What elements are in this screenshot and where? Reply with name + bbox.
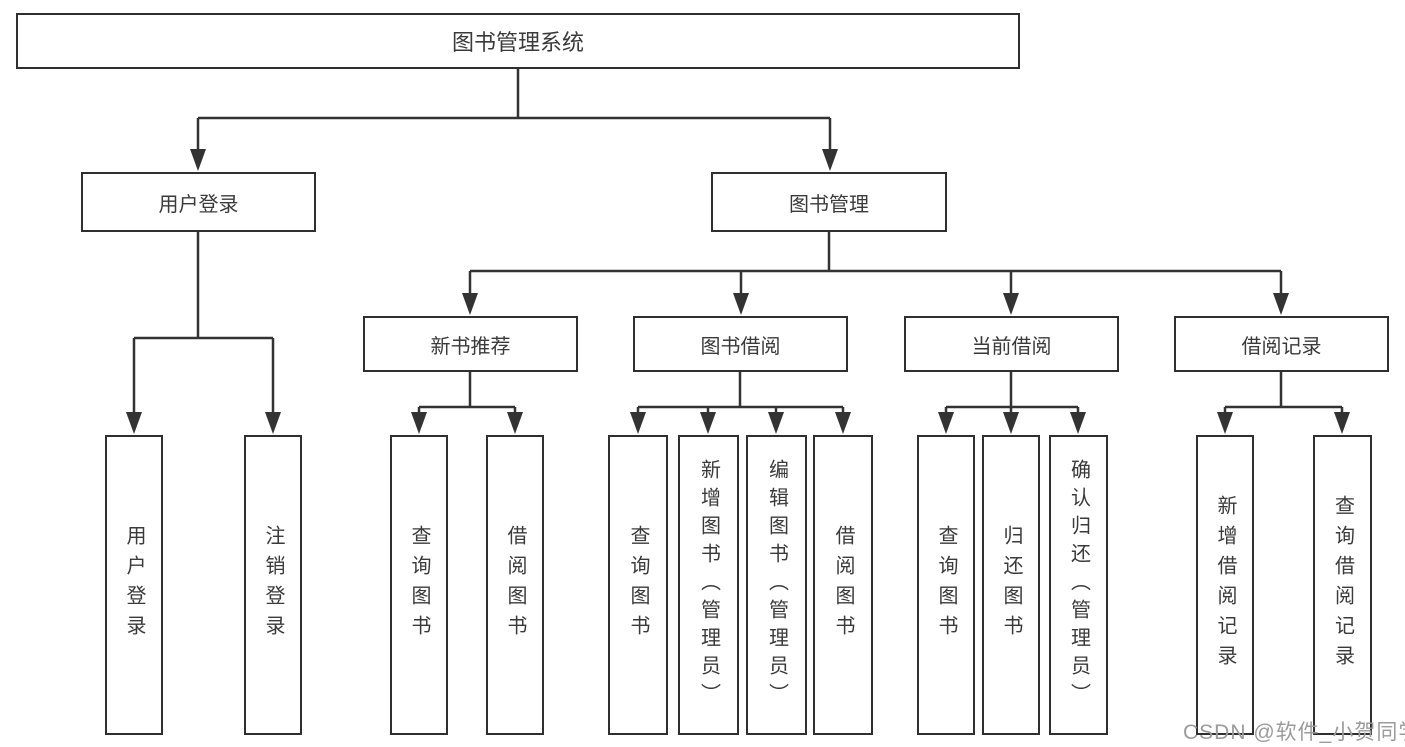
leaf-user-login: 用户登录 bbox=[105, 435, 163, 735]
connector-bookborrow-group bbox=[630, 372, 851, 434]
arrow-down-icon bbox=[1273, 293, 1289, 315]
leaf-current-confirm-return-admin: 确认归还（管理员） bbox=[1049, 435, 1108, 735]
arrow-down-icon bbox=[1003, 412, 1019, 434]
arrow-down-icon bbox=[411, 412, 427, 434]
connector-records-group bbox=[1217, 372, 1350, 434]
leaf-records-query-record: 查询借阅记录 bbox=[1313, 435, 1372, 735]
node-book-borrow: 图书借阅 bbox=[633, 316, 848, 372]
node-borrow-records: 借阅记录 bbox=[1174, 316, 1389, 372]
arrow-down-icon bbox=[507, 412, 523, 434]
arrow-down-icon bbox=[462, 293, 478, 315]
node-book-management: 图书管理 bbox=[711, 172, 947, 232]
leaf-label: 查询图书 bbox=[935, 525, 957, 645]
arrow-down-icon bbox=[733, 293, 749, 315]
connector-userlogin-group bbox=[126, 232, 281, 434]
arrow-down-icon bbox=[190, 149, 206, 171]
leaf-label: 归还图书 bbox=[1000, 525, 1022, 645]
arrow-down-icon bbox=[265, 412, 281, 434]
leaf-label: 确认归还（管理员） bbox=[1067, 459, 1090, 711]
leaf-label: 新增借阅记录 bbox=[1214, 495, 1236, 675]
leaf-current-return-books: 归还图书 bbox=[982, 435, 1040, 735]
arrow-down-icon bbox=[938, 412, 954, 434]
arrow-down-icon bbox=[768, 412, 784, 434]
leaf-label: 查询图书 bbox=[408, 525, 430, 645]
arrow-down-icon bbox=[1070, 412, 1086, 434]
leaf-borrow-add-books-admin: 新增图书（管理员） bbox=[678, 435, 739, 735]
arrow-down-icon bbox=[1003, 293, 1019, 315]
csdn-watermark: CSDN @软件_小贺同学 bbox=[1183, 721, 1405, 744]
leaf-borrow-borrow-books: 借阅图书 bbox=[813, 435, 873, 735]
connector-newbook-group bbox=[411, 372, 523, 434]
leaf-newbook-query-books: 查询图书 bbox=[390, 435, 448, 735]
leaf-logout: 注销登录 bbox=[244, 435, 302, 735]
leaf-current-query-books: 查询图书 bbox=[917, 435, 975, 735]
leaf-newbook-borrow-books: 借阅图书 bbox=[486, 435, 544, 735]
node-root-system: 图书管理系统 bbox=[16, 13, 1020, 69]
arrow-down-icon bbox=[126, 412, 142, 434]
arrow-down-icon bbox=[1217, 412, 1233, 434]
arrow-down-icon bbox=[822, 149, 838, 171]
leaf-label: 借阅图书 bbox=[832, 525, 854, 645]
leaf-label: 注销登录 bbox=[262, 525, 284, 645]
arrow-down-icon bbox=[700, 412, 716, 434]
connector-bookmgmt-to-level3 bbox=[462, 232, 1289, 315]
node-user-login: 用户登录 bbox=[81, 172, 316, 232]
arrow-down-icon bbox=[630, 412, 646, 434]
leaf-label: 新增图书（管理员） bbox=[697, 459, 720, 711]
leaf-label: 用户登录 bbox=[123, 525, 145, 645]
leaf-label: 借阅图书 bbox=[504, 525, 526, 645]
arrow-down-icon bbox=[1334, 412, 1350, 434]
connector-currentborrow-group bbox=[938, 372, 1086, 434]
node-new-book-recommend: 新书推荐 bbox=[363, 316, 578, 372]
leaf-label: 查询借阅记录 bbox=[1331, 495, 1354, 675]
arrow-down-icon bbox=[835, 412, 851, 434]
leaf-borrow-edit-books-admin: 编辑图书（管理员） bbox=[746, 435, 807, 735]
leaf-label: 查询图书 bbox=[627, 525, 649, 645]
leaf-label: 编辑图书（管理员） bbox=[765, 459, 788, 711]
node-current-borrow: 当前借阅 bbox=[904, 316, 1119, 372]
leaf-borrow-query-books: 查询图书 bbox=[608, 435, 668, 735]
leaf-records-add-record: 新增借阅记录 bbox=[1196, 435, 1254, 735]
connector-root-to-level2 bbox=[190, 69, 838, 171]
